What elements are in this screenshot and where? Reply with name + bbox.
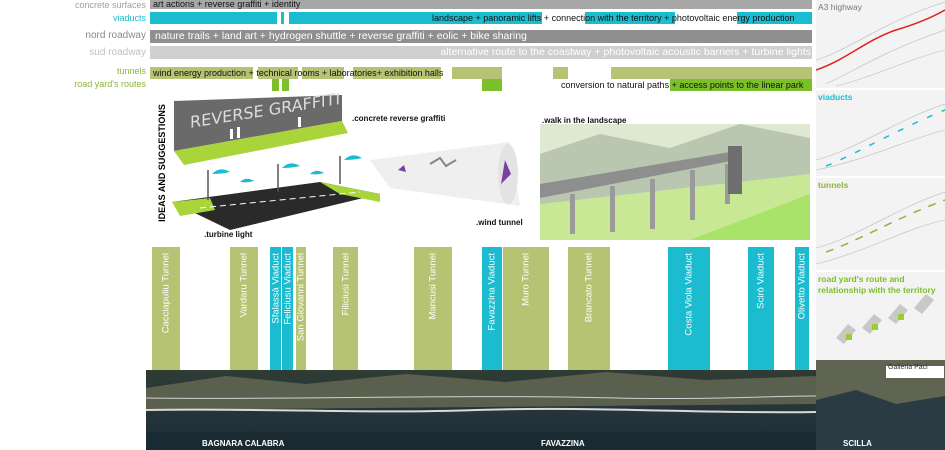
panel-yard-title: road yard's route and relationship with … <box>818 274 936 295</box>
side-aerial <box>816 360 945 450</box>
row-label-concrete: concrete surfaces <box>74 0 146 10</box>
viaducts-text: landscape + panoramic lifts + connection… <box>432 13 795 23</box>
column-label: Filiciusi Tunnel <box>340 253 351 316</box>
yard-bar-1 <box>272 79 279 91</box>
column-label: Muro Tunnel <box>520 253 532 306</box>
galleria-label: Galleria Paci <box>888 364 928 371</box>
row-label-sud: sud roadway <box>89 47 146 58</box>
panel-highway: A3 highway <box>816 0 945 88</box>
tunnel-bar-4 <box>353 67 441 79</box>
column-label: Favazzina Viaduct <box>486 253 498 331</box>
ideas-heading: IDEAS AND SUGGESTIONS <box>157 104 167 222</box>
tunnel-bar-7 <box>611 67 812 79</box>
wind-tunnel-illustration <box>370 142 520 206</box>
panel-yard: road yard's route and relationship with … <box>816 272 945 360</box>
column-mancusi-tunnel: Mancusi Tunnel <box>414 247 452 374</box>
yard-text: conversion to natural paths + access poi… <box>561 80 804 90</box>
turbine-light-illustration <box>172 155 380 230</box>
column-label: Sfalassà Viaduct <box>270 253 281 324</box>
row-label-viaducts: viaducts <box>112 13 146 23</box>
column-feliciusu-viaduct: Feliciusu Viaduct <box>282 247 293 384</box>
viaduct-bar-1 <box>150 12 277 24</box>
tunnels-text: wind energy production + technical rooms… <box>153 68 444 78</box>
panel-viaducts: viaducts <box>816 90 945 176</box>
viaduct-bar-2 <box>281 12 284 24</box>
column-favazzina-viaduct: Favazzina Viaduct <box>482 247 502 382</box>
column-sfalass-viaduct: Sfalassà Viaduct <box>270 247 281 384</box>
column-label: Brancato Tunnel <box>583 253 595 323</box>
graffiti-illustration: REVERSE GRAFFITI <box>174 93 348 165</box>
sud-text: alternative route to the coastway + phot… <box>440 46 811 58</box>
column-filiciusi-tunnel: Filiciusi Tunnel <box>333 247 358 374</box>
town-favazzina: FAVAZZINA <box>541 439 585 448</box>
town-bagnara: BAGNARA CALABRA <box>202 439 285 448</box>
walk-landscape-illustration <box>540 124 810 240</box>
column-label: Cacciapuliu Tunnel <box>160 253 172 334</box>
column-brancato-tunnel: Brancato Tunnel <box>568 247 610 374</box>
column-san-giovanni-tunnel: San Giovanni Tunnel <box>295 247 307 374</box>
viaduct-bar-3 <box>289 12 482 24</box>
graffiti-caption: .concrete reverse graffiti <box>352 114 446 123</box>
town-scilla: SCILLA <box>843 439 872 448</box>
column-label: Costa Viola Viaduct <box>683 253 695 336</box>
turbine-caption: .turbine light <box>204 230 253 239</box>
walk-caption: .walk in the landscape <box>542 116 627 125</box>
panel-highway-title: A3 highway <box>818 2 862 12</box>
column-vardaru-tunnel: Vardaru Tunnel <box>230 247 258 374</box>
yard-bar-4 <box>670 79 812 91</box>
town-strip <box>146 432 816 450</box>
yard-bar-3 <box>482 79 502 91</box>
row-label-nord: nord roadway <box>85 30 146 41</box>
tunnel-bar-3 <box>302 67 344 79</box>
concrete-text: art actions + reverse graffiti + identit… <box>153 0 301 9</box>
viaducts-map <box>816 103 945 171</box>
column-label: Feliciusu Viaduct <box>282 253 293 325</box>
viaduct-bar-5 <box>585 12 675 24</box>
concrete-bar <box>150 0 812 9</box>
viaduct-bar-4 <box>482 12 542 24</box>
highway-map <box>816 1 945 87</box>
nord-text: nature trails + land art + hydrogen shut… <box>155 30 527 42</box>
tunnel-bar-2 <box>258 67 298 79</box>
sud-bar <box>150 46 812 59</box>
column-label: Vardaru Tunnel <box>238 253 250 318</box>
column-label: Olivetto Viaduct <box>796 253 808 320</box>
column-label: Mancusi Tunnel <box>427 253 439 320</box>
ideas-heading-wrap: IDEAS AND SUGGESTIONS <box>155 100 167 230</box>
yard-map <box>836 294 934 344</box>
column-costa-viola-viaduct: Costa Viola Viaduct <box>668 247 710 382</box>
column-muro-tunnel: Muro Tunnel <box>503 247 549 374</box>
tunnel-bar-1 <box>150 67 253 79</box>
wind-caption: .wind tunnel <box>476 218 523 227</box>
column-scir-viaduct: Scirò Viaduct <box>748 247 774 382</box>
row-label-tunnels: tunnels <box>116 66 146 76</box>
yard-bar-2 <box>282 79 289 91</box>
viaduct-bar-6 <box>737 12 812 24</box>
tunnels-map <box>816 191 945 265</box>
aerial-coastline <box>146 370 816 432</box>
tunnel-bar-6 <box>553 67 568 79</box>
nord-bar <box>150 30 812 43</box>
panel-tunnels-title: tunnels <box>818 180 849 190</box>
column-label: San Giovanni Tunnel <box>295 253 307 342</box>
panel-tunnels: tunnels <box>816 178 945 270</box>
column-label: Scirò Viaduct <box>755 253 767 309</box>
panel-viaducts-title: viaducts <box>818 92 853 102</box>
tunnel-bar-5 <box>452 67 502 79</box>
row-label-yard: road yard's routes <box>74 79 146 89</box>
column-cacciapuliu-tunnel: Cacciapuliu Tunnel <box>152 247 180 374</box>
